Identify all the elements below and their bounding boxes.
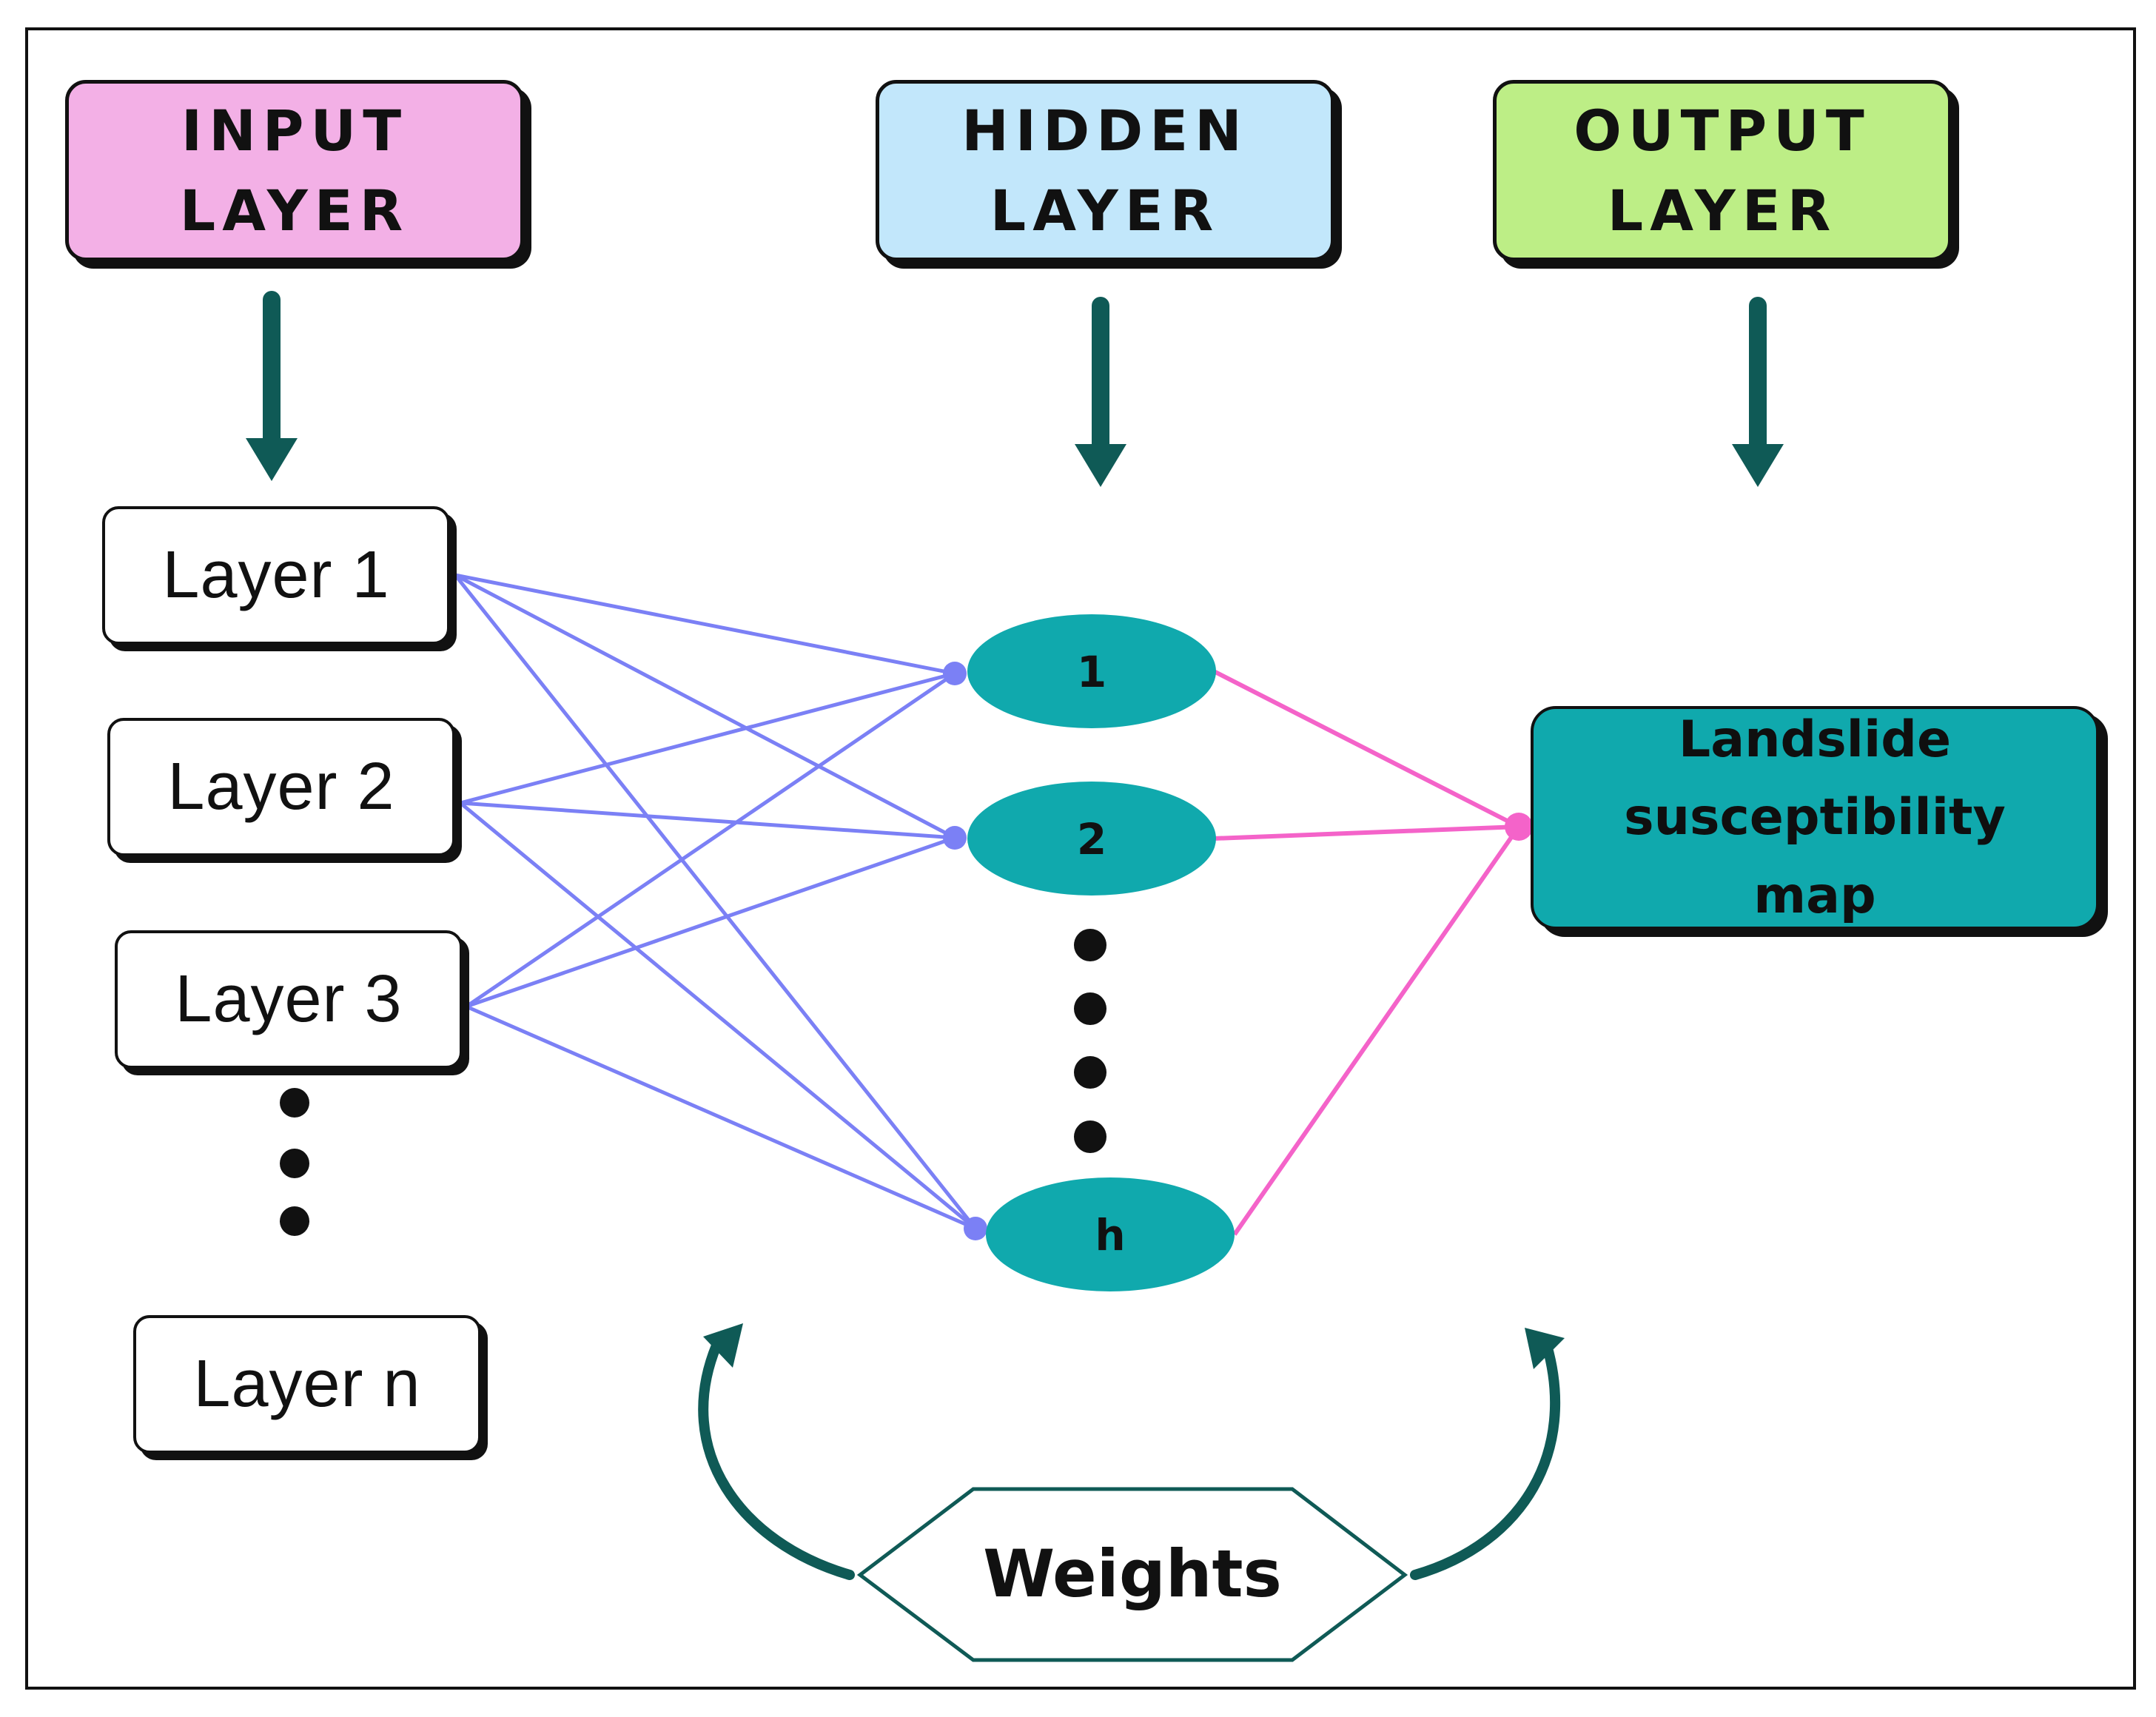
output-down-arrow <box>1732 297 1784 487</box>
connection-l3-n2 <box>466 836 956 1009</box>
connection-l2-n1 <box>460 671 956 805</box>
weights-left-curved-arrow <box>698 1323 855 1580</box>
output-connection-endpoint <box>1505 813 1533 841</box>
input-connections <box>454 573 977 1231</box>
input-layer-header-line2: LAYER <box>179 177 410 243</box>
input-ellipsis-dots <box>280 1088 309 1236</box>
hidden-ellipsis-dots <box>1074 929 1106 1153</box>
connection-l1-n1 <box>454 573 956 676</box>
connection-n1-out <box>1212 669 1520 829</box>
hidden-node-1-label: 1 <box>1076 647 1107 697</box>
connection-nh-out <box>1232 825 1521 1236</box>
hidden-node-2-label: 2 <box>1076 814 1107 864</box>
input-layer-header-line1: INPUT <box>181 97 409 164</box>
output-layer-header-line2: LAYER <box>1607 177 1838 243</box>
connection-n2-out <box>1213 824 1519 841</box>
hidden-layer-header-line2: LAYER <box>990 177 1220 243</box>
weights-right-curved-arrow <box>1410 1328 1565 1580</box>
hidden-node-h <box>986 1177 1235 1291</box>
input-layer-3-box: Layer 3 <box>115 930 463 1069</box>
weights-label: Weights <box>983 1536 1282 1612</box>
output-box-line1: Landslide <box>1678 710 1952 769</box>
hidden-node-1 <box>967 614 1216 728</box>
connection-l1-nh <box>454 574 977 1230</box>
hidden-layer-header: HIDDEN LAYER <box>876 80 1334 261</box>
input-layer-header: INPUT LAYER <box>65 80 524 261</box>
connection-l3-n1 <box>465 671 956 1009</box>
input-connection-endpoints <box>943 662 987 1240</box>
connection-l2-nh <box>459 802 977 1230</box>
input-down-arrow <box>246 291 298 481</box>
input-layer-n-box: Layer n <box>133 1315 481 1454</box>
output-box-line3: map <box>1753 866 1876 925</box>
connection-l3-nh <box>466 1004 976 1231</box>
weights-hexagon <box>856 1487 1408 1662</box>
hidden-layer-header-line1: HIDDEN <box>961 97 1249 164</box>
input-layer-1-box: Layer 1 <box>102 506 450 645</box>
hidden-node-h-label: h <box>1095 1210 1126 1260</box>
hidden-node-2 <box>967 782 1216 896</box>
output-layer-header: OUTPUT LAYER <box>1493 80 1952 261</box>
output-layer-header-line1: OUTPUT <box>1574 97 1871 164</box>
connection-l1-n2 <box>454 573 956 840</box>
landslide-susceptibility-map-box: Landslide susceptibility map <box>1531 706 2099 930</box>
output-box-line2: susceptibility <box>1624 788 2006 847</box>
output-connections <box>1212 669 1521 1236</box>
connection-l2-n2 <box>460 801 956 840</box>
hidden-down-arrow <box>1075 297 1126 487</box>
input-layer-2-box: Layer 2 <box>107 718 455 856</box>
